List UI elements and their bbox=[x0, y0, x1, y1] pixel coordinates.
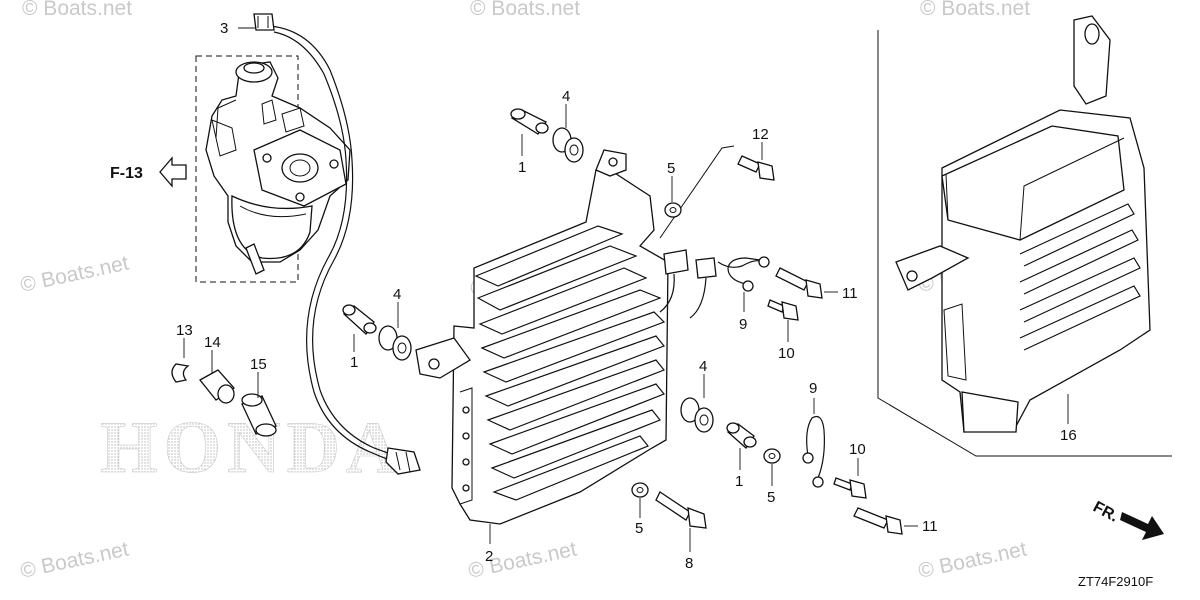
callout-3: 3 bbox=[220, 20, 228, 37]
wire-harness bbox=[253, 13, 421, 475]
reference-f13: F-13 bbox=[110, 156, 187, 188]
callout-11: 11 bbox=[922, 518, 938, 535]
callout-4: 4 bbox=[562, 88, 570, 105]
collar-part-1 bbox=[510, 108, 549, 135]
callout-1: 1 bbox=[735, 473, 743, 490]
front-direction-marker: FR. bbox=[1090, 499, 1164, 540]
watermark: © Boats.net bbox=[466, 537, 579, 582]
callout-5: 5 bbox=[667, 160, 675, 177]
callout-13: 13 bbox=[176, 322, 193, 339]
callout-4: 4 bbox=[393, 286, 401, 303]
callout-1: 1 bbox=[350, 354, 358, 371]
washer-part-5 bbox=[631, 482, 649, 498]
washer-part-5 bbox=[664, 202, 682, 218]
collar-part-1-mid bbox=[342, 304, 377, 335]
callout-5: 5 bbox=[767, 489, 775, 506]
callout-9: 9 bbox=[739, 316, 747, 333]
bolt-part-11 bbox=[775, 267, 823, 299]
callout-9: 9 bbox=[809, 380, 817, 397]
washer-part-5 bbox=[763, 448, 781, 464]
sleeve-part-15 bbox=[241, 393, 277, 437]
callout-16: 16 bbox=[1060, 427, 1077, 444]
callout-5: 5 bbox=[635, 520, 643, 537]
callout-1: 1 bbox=[518, 159, 526, 176]
washer-hole bbox=[768, 453, 776, 459]
collar-part-1-low bbox=[726, 422, 757, 449]
callout-10: 10 bbox=[849, 441, 866, 458]
watermark: © Boats.net bbox=[22, 0, 132, 20]
ferrite-core-part-14 bbox=[199, 369, 235, 404]
grommet-part-4-mid bbox=[378, 325, 412, 361]
front-arrow-icon bbox=[1120, 512, 1164, 540]
callout-14: 14 bbox=[204, 334, 221, 351]
bolt-part-10 bbox=[767, 299, 799, 321]
callout-11: 11 bbox=[842, 285, 858, 302]
bolt-part-11-low bbox=[853, 507, 903, 535]
diagram-code: ZT74F2910F bbox=[1078, 574, 1153, 589]
bolt-part-10-low bbox=[833, 477, 867, 499]
grommet-part-4 bbox=[552, 127, 584, 163]
bolt-part-12 bbox=[737, 155, 775, 181]
callout-4: 4 bbox=[699, 358, 707, 375]
callout-10: 10 bbox=[778, 345, 795, 362]
watermark: © Boats.net bbox=[920, 0, 1030, 20]
callout-numbers: 3 4 1 12 5 13 14 15 4 1 11 9 10 4 9 1 5 … bbox=[176, 20, 1077, 572]
front-label: FR. bbox=[1090, 499, 1121, 526]
reference-arrow-icon bbox=[159, 156, 187, 188]
callout-8: 8 bbox=[685, 555, 693, 572]
washer-hole bbox=[669, 207, 677, 213]
inverter-unit bbox=[415, 145, 763, 525]
reference-label: F-13 bbox=[110, 165, 143, 182]
clip-part-13 bbox=[171, 363, 190, 383]
watermark: © Boats.net bbox=[916, 537, 1029, 582]
terminal-part-9-low bbox=[802, 415, 825, 488]
callout-2: 2 bbox=[485, 548, 493, 565]
leader-lines bbox=[183, 27, 1069, 552]
watermark: © Boats.net bbox=[18, 537, 131, 582]
terminal-part-9 bbox=[727, 256, 770, 292]
callout-12: 12 bbox=[752, 126, 769, 143]
grommet-part-4-low bbox=[680, 397, 714, 433]
washer-hole bbox=[636, 487, 644, 493]
inset-unit-16 bbox=[877, 15, 1172, 457]
watermark: © Boats.net bbox=[470, 0, 580, 20]
bolt-part-8 bbox=[655, 491, 707, 529]
callout-15: 15 bbox=[250, 356, 267, 373]
carburetor-assembly bbox=[195, 55, 351, 283]
watermark: © Boats.net bbox=[18, 251, 131, 296]
